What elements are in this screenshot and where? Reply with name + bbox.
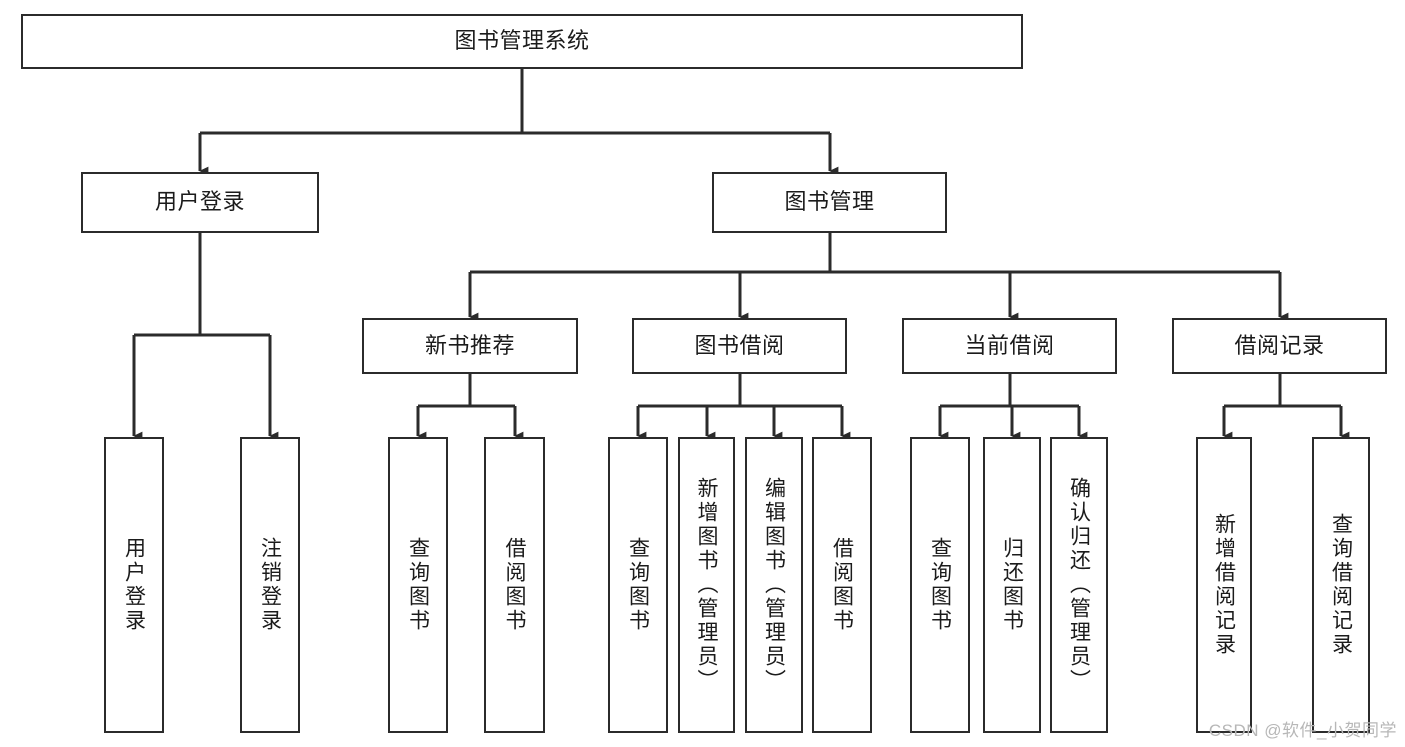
node-label: 图书借阅: [694, 332, 785, 358]
node-root[interactable]: 图书管理系统: [21, 14, 1023, 69]
node-label: 借阅图书: [503, 537, 526, 633]
node-label: 查询图书: [928, 537, 952, 633]
node-leaf-return-book[interactable]: 归还图书: [983, 437, 1041, 733]
node-label: 归还图书: [1000, 537, 1024, 633]
node-book-manage[interactable]: 图书管理: [712, 172, 947, 233]
node-label: 借阅图书: [830, 537, 854, 633]
node-label: 当前借阅: [964, 332, 1055, 358]
watermark-text: CSDN @软件_小贺同学: [1208, 721, 1397, 740]
node-label: 新增借阅记录: [1212, 513, 1236, 657]
node-leaf-query-book-2[interactable]: 查询图书: [608, 437, 668, 733]
node-leaf-borrow-book-1[interactable]: 借阅图书: [484, 437, 545, 733]
node-borrow-record[interactable]: 借阅记录: [1172, 318, 1387, 374]
node-user-login[interactable]: 用户登录: [81, 172, 319, 233]
node-label: 注销登录: [258, 537, 282, 633]
node-current-borrow[interactable]: 当前借阅: [902, 318, 1117, 374]
node-label: 查询借阅记录: [1329, 513, 1353, 657]
node-label: 借阅记录: [1234, 332, 1325, 358]
node-leaf-confirm-return[interactable]: 确认归还（管理员）: [1050, 437, 1108, 733]
node-label: 用户登录: [154, 189, 245, 215]
node-leaf-query-record[interactable]: 查询借阅记录: [1312, 437, 1370, 733]
node-leaf-edit-book[interactable]: 编辑图书（管理员）: [745, 437, 803, 733]
node-leaf-user-login[interactable]: 用户登录: [104, 437, 164, 733]
node-label: 图书管理系统: [454, 28, 590, 54]
node-label: 新增图书（管理员）: [695, 477, 718, 693]
node-label: 查询图书: [626, 537, 650, 633]
node-label: 确认归还（管理员）: [1067, 477, 1091, 693]
node-label: 查询图书: [406, 537, 430, 633]
node-leaf-query-book-3[interactable]: 查询图书: [910, 437, 970, 733]
node-leaf-add-book[interactable]: 新增图书（管理员）: [678, 437, 735, 733]
node-new-book-rec[interactable]: 新书推荐: [362, 318, 578, 374]
node-leaf-borrow-book-2[interactable]: 借阅图书: [812, 437, 872, 733]
node-leaf-add-record[interactable]: 新增借阅记录: [1196, 437, 1252, 733]
node-label: 新书推荐: [424, 332, 515, 358]
node-leaf-user-logout[interactable]: 注销登录: [240, 437, 300, 733]
node-label: 图书管理: [784, 189, 875, 215]
node-label: 用户登录: [122, 537, 146, 633]
node-book-borrow[interactable]: 图书借阅: [632, 318, 847, 374]
node-leaf-query-book-1[interactable]: 查询图书: [388, 437, 448, 733]
node-label: 编辑图书（管理员）: [762, 477, 786, 693]
